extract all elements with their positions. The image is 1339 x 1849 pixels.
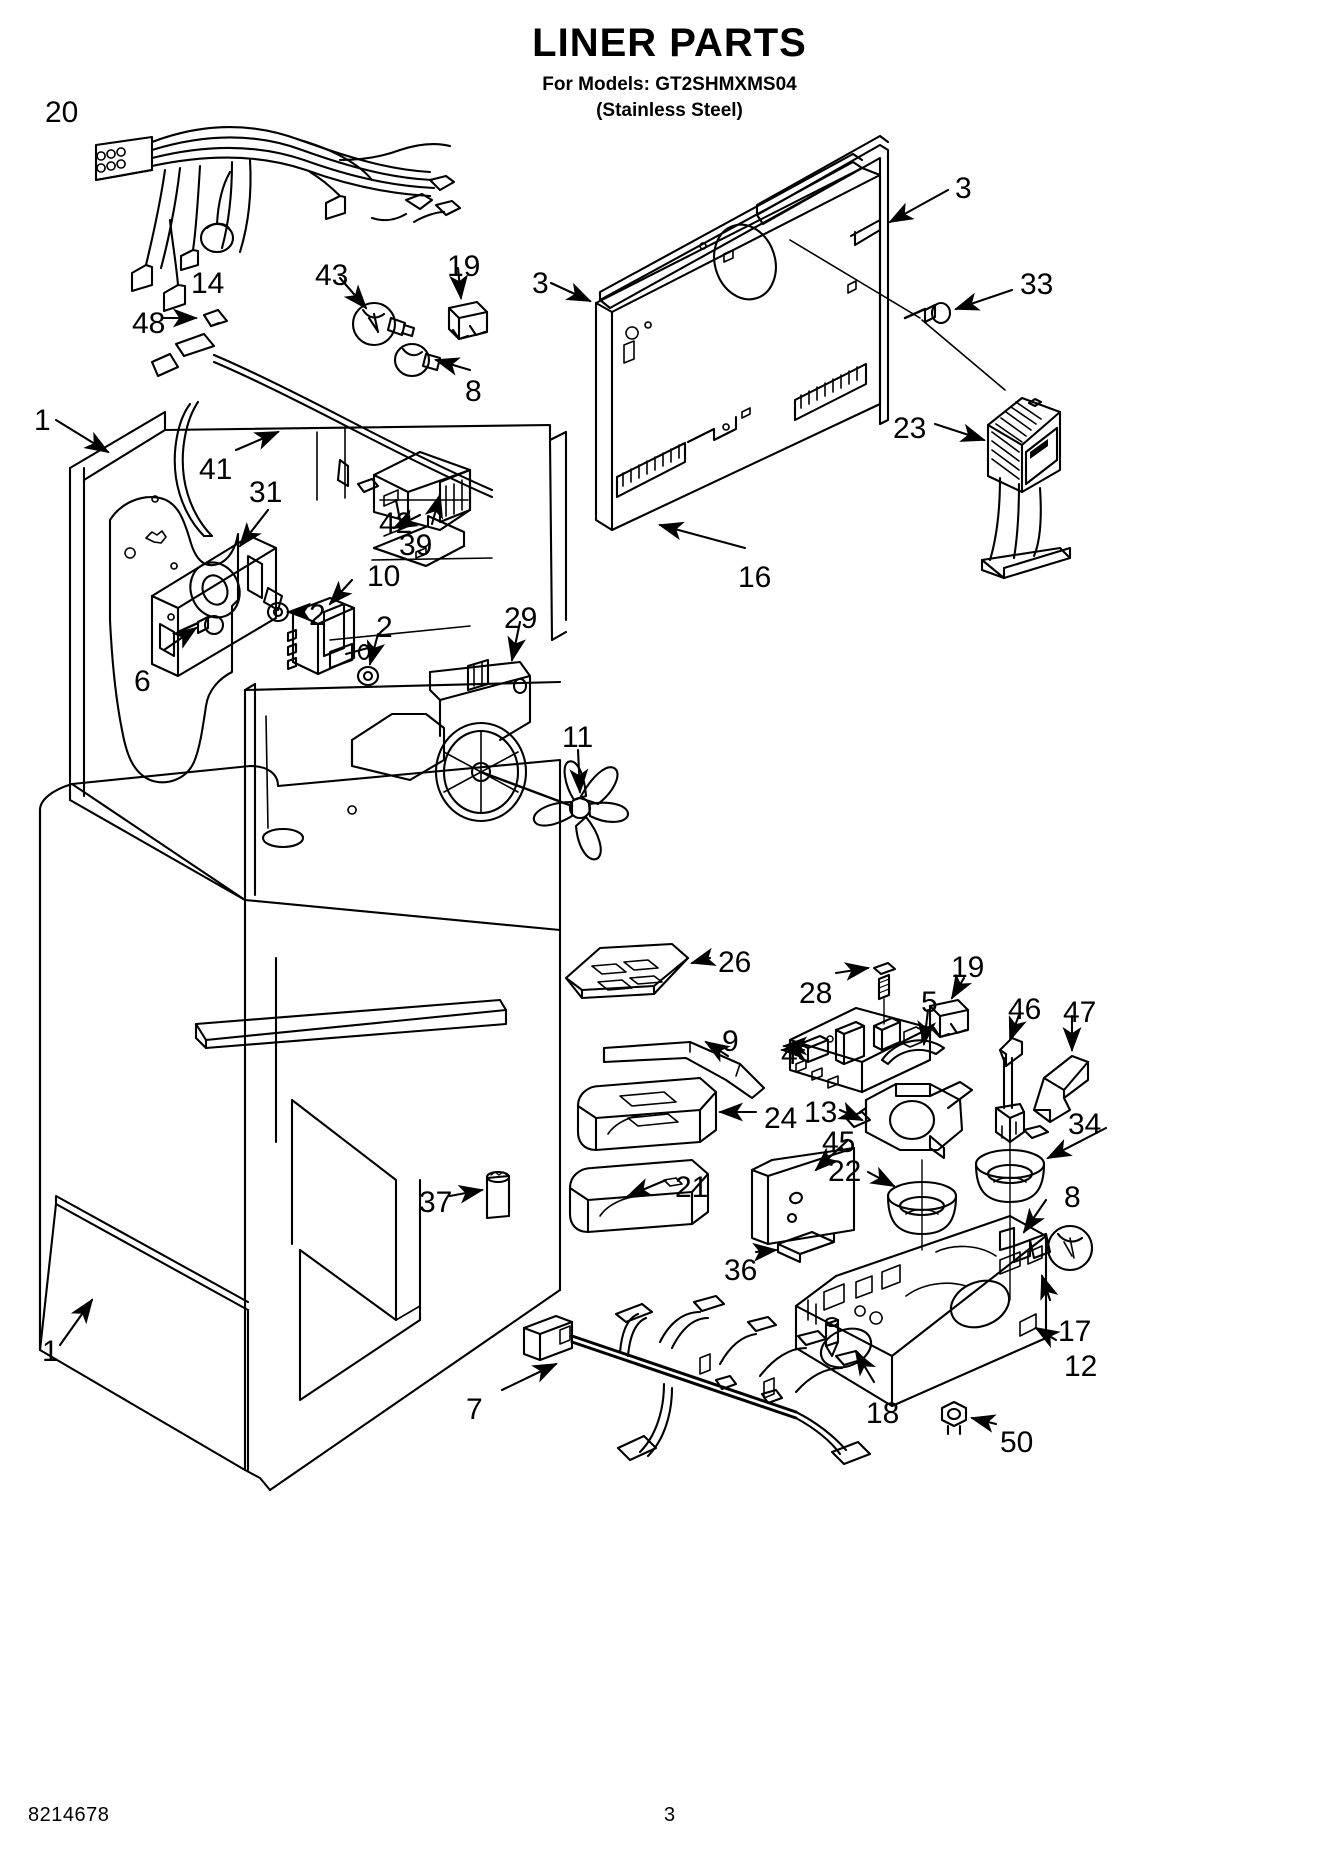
callout-45: 45 bbox=[822, 1126, 856, 1159]
callout-31: 31 bbox=[249, 476, 283, 509]
retainer-5-graphic bbox=[880, 1039, 946, 1066]
ice-tray-26-graphic bbox=[564, 942, 690, 1000]
panel-45-graphic bbox=[750, 1146, 856, 1246]
clip-48-graphic bbox=[202, 308, 229, 328]
page-header: LINER PARTS For Models: GT2SHMXMS04 (Sta… bbox=[0, 22, 1339, 123]
models-label: For Models: GT2SHMXMS04 bbox=[542, 74, 797, 95]
callout-41: 41 bbox=[199, 453, 233, 486]
cap-37-graphic bbox=[485, 1170, 511, 1220]
callout-5: 5 bbox=[921, 986, 938, 1019]
callout-24: 24 bbox=[764, 1102, 798, 1135]
connector-19-lower-graphic bbox=[928, 998, 970, 1039]
bushing-22-graphic bbox=[886, 1159, 958, 1251]
callout-21: 21 bbox=[675, 1171, 709, 1204]
screw-33-graphic bbox=[903, 301, 952, 325]
control-board-4-graphic bbox=[788, 1006, 932, 1094]
plate-36-graphic bbox=[776, 1230, 836, 1264]
callout-28: 28 bbox=[799, 977, 833, 1010]
callout-10: 10 bbox=[367, 560, 401, 593]
callout-42: 42 bbox=[379, 507, 413, 540]
callout-47: 47 bbox=[1063, 996, 1097, 1029]
callout-11: 11 bbox=[562, 721, 594, 754]
callout-19-lower: 19 bbox=[951, 951, 985, 984]
bracket-9-graphic bbox=[602, 1040, 766, 1100]
wire-harness-20-graphic bbox=[94, 126, 462, 313]
callout-3-right: 3 bbox=[955, 172, 972, 205]
screw-6-graphic bbox=[176, 614, 225, 636]
variant-label: (Stainless Steel) bbox=[596, 99, 743, 121]
bulb-8-lower-graphic bbox=[998, 1224, 1094, 1272]
callout-23: 23 bbox=[893, 412, 927, 445]
callout-26: 26 bbox=[718, 946, 752, 979]
callout-2-b: 2 bbox=[376, 611, 393, 644]
callout-37: 37 bbox=[419, 1186, 453, 1219]
damper-motor-10-graphic bbox=[286, 596, 371, 676]
callout-50: 50 bbox=[1000, 1426, 1034, 1459]
callout-3-left: 3 bbox=[532, 267, 549, 300]
lever-46-graphic bbox=[994, 1036, 1050, 1144]
page-title: LINER PARTS bbox=[532, 21, 807, 65]
bulb-8-upper-graphic bbox=[393, 342, 442, 378]
wire-harness-7-graphic bbox=[522, 1294, 872, 1466]
callout-8-lower: 8 bbox=[1064, 1181, 1081, 1214]
callout-20: 20 bbox=[45, 96, 79, 129]
footer-page-number: 3 bbox=[663, 1804, 676, 1826]
callout-29: 29 bbox=[504, 602, 538, 635]
lever-47-graphic bbox=[1032, 1054, 1090, 1124]
light-cover-24-graphic bbox=[576, 1076, 718, 1152]
light-housing-31-graphic bbox=[150, 534, 284, 678]
callout-14: 14 bbox=[191, 267, 225, 300]
callout-2-a: 2 bbox=[309, 599, 326, 632]
callout-34: 34 bbox=[1068, 1108, 1102, 1141]
callout-19-upper: 19 bbox=[447, 250, 481, 283]
liner-cabinet-lower-graphic bbox=[38, 758, 562, 1492]
callout-12: 12 bbox=[1064, 1350, 1098, 1383]
light-base-12-graphic bbox=[794, 1214, 1048, 1408]
callout-18: 18 bbox=[866, 1397, 900, 1430]
air-damper-23-graphic bbox=[980, 396, 1072, 580]
screw-28-graphic bbox=[872, 961, 897, 1025]
callout-16: 16 bbox=[738, 561, 772, 594]
callout-8-upper: 8 bbox=[465, 375, 482, 408]
callout-22: 22 bbox=[828, 1155, 862, 1188]
air-duct-39-graphic bbox=[372, 450, 472, 532]
washer-2b-graphic bbox=[356, 665, 380, 687]
callout-9: 9 bbox=[722, 1025, 739, 1058]
callout-1-lower: 1 bbox=[42, 1335, 59, 1368]
callout-7: 7 bbox=[466, 1393, 483, 1426]
callout-39: 39 bbox=[399, 529, 433, 562]
callout-17: 17 bbox=[1058, 1315, 1092, 1348]
callout-4: 4 bbox=[781, 1038, 798, 1071]
footer-part-number: 8214678 bbox=[28, 1804, 110, 1826]
washer-2a-graphic bbox=[266, 601, 290, 623]
light-cover-21-graphic bbox=[568, 1158, 710, 1234]
callout-46: 46 bbox=[1008, 993, 1042, 1026]
fan-shroud-29-graphic bbox=[350, 658, 532, 823]
callout-1-upper: 1 bbox=[34, 404, 51, 437]
liner-cabinet-1-graphic bbox=[68, 410, 568, 902]
callout-6: 6 bbox=[134, 665, 151, 698]
bushing-34-graphic bbox=[974, 1127, 1046, 1301]
connector-19-upper-graphic bbox=[447, 300, 489, 341]
callout-13: 13 bbox=[804, 1096, 838, 1129]
callout-43: 43 bbox=[315, 259, 349, 292]
bulb-43-graphic bbox=[351, 301, 416, 347]
fan-blade-11-graphic bbox=[479, 760, 630, 861]
callout-48: 48 bbox=[132, 307, 166, 340]
callout-36: 36 bbox=[724, 1254, 758, 1287]
fan-mount-13-graphic bbox=[844, 1080, 974, 1160]
callout-33: 33 bbox=[1020, 268, 1054, 301]
rear-panel-16-graphic bbox=[594, 134, 890, 532]
nut-50-graphic bbox=[940, 1400, 968, 1436]
